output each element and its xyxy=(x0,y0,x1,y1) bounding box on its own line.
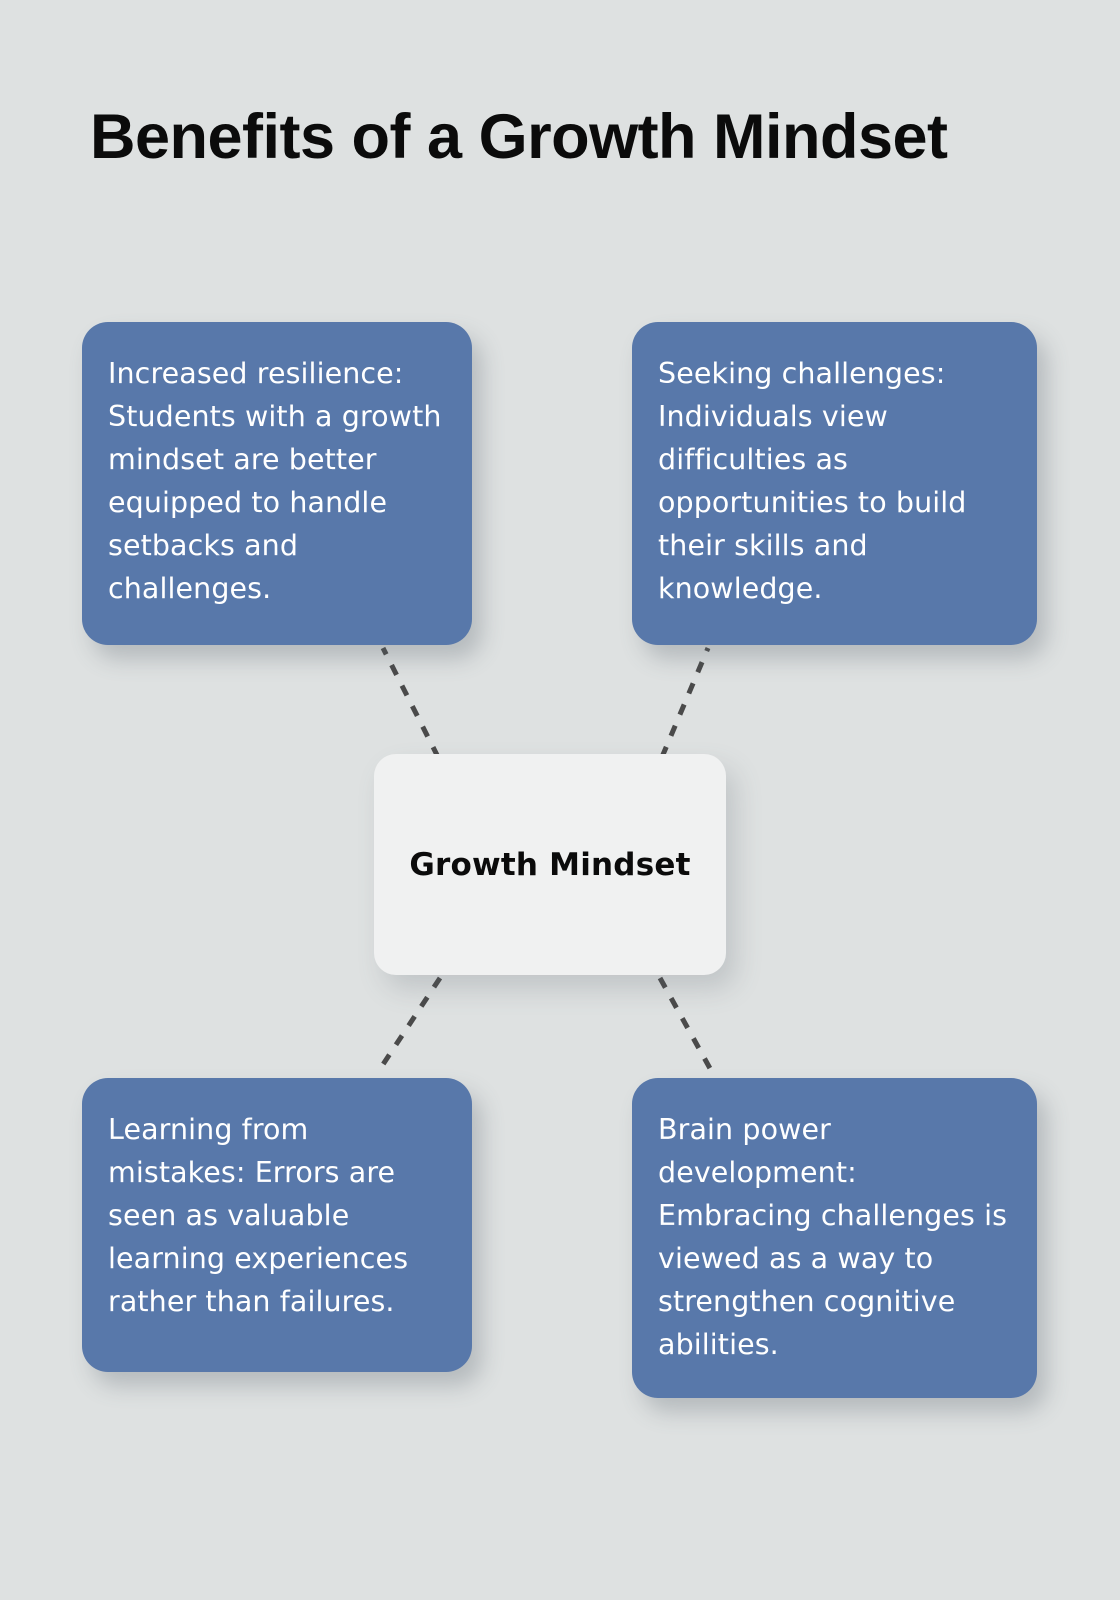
connector-center-to-bottom-right xyxy=(657,976,715,1074)
benefit-card-top-left[interactable]: Increased resilience: Students with a gr… xyxy=(82,322,472,645)
benefit-card-bottom-right-text: Brain power development: Embracing chall… xyxy=(658,1113,1008,1361)
benefit-card-bottom-left-text: Learning from mistakes: Errors are seen … xyxy=(108,1113,409,1318)
connector-center-to-top-right xyxy=(659,647,711,758)
center-node-growth-mindset[interactable]: Growth Mindset xyxy=(374,754,726,975)
connector-center-to-top-left xyxy=(380,646,441,759)
center-node-label: Growth Mindset xyxy=(409,846,691,883)
benefit-card-top-left-text: Increased resilience: Students with a gr… xyxy=(108,357,442,605)
benefit-card-bottom-left[interactable]: Learning from mistakes: Errors are seen … xyxy=(82,1078,472,1372)
benefit-card-top-right-text: Seeking challenges: Individuals view dif… xyxy=(658,357,967,605)
connector-center-to-bottom-left xyxy=(375,976,443,1074)
benefit-card-top-right[interactable]: Seeking challenges: Individuals view dif… xyxy=(632,322,1037,645)
benefit-card-bottom-right[interactable]: Brain power development: Embracing chall… xyxy=(632,1078,1037,1398)
page-title: Benefits of a Growth Mindset xyxy=(90,102,948,172)
